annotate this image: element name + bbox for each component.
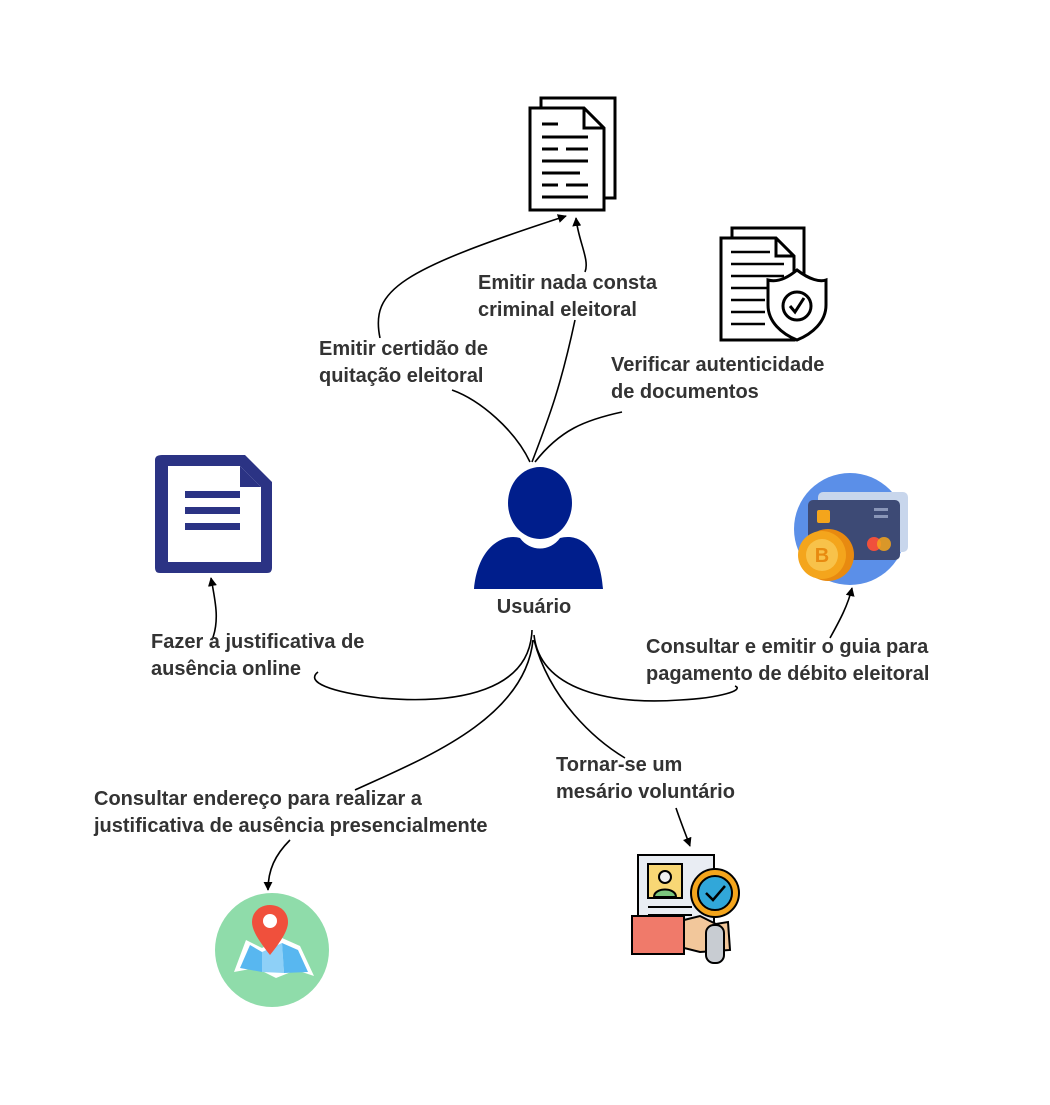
action-certidao: Emitir certidão de quitação eleitoral	[319, 336, 488, 390]
connector-mesario	[533, 639, 690, 846]
action-justificativa-online-line2: ausência online	[151, 658, 302, 680]
document-stack-icon	[528, 96, 617, 212]
action-justificativa-online-line1: Fazer a justificativa de	[151, 631, 365, 653]
action-certidao-line2: quitação eleitoral	[319, 365, 484, 387]
user-label-text: Usuário	[496, 596, 572, 618]
action-mesario: Tornar-se um mesário voluntário	[556, 752, 735, 806]
action-mesario-line2: mesário voluntário	[556, 781, 735, 803]
action-verificar-line2: de documentos	[611, 381, 759, 403]
map-pin-icon	[215, 893, 329, 1007]
action-endereco-line2: justificativa de ausência presencialment…	[94, 815, 488, 837]
action-debito-line1: Consultar e emitir o guia para	[646, 636, 929, 658]
action-justificativa-online: Fazer a justificativa de ausência online	[151, 629, 364, 683]
action-certidao-line1: Emitir certidão de	[319, 338, 488, 360]
svg-text:B: B	[815, 545, 829, 567]
id-card-magnifier-icon	[631, 854, 740, 964]
connector-verificar	[534, 411, 623, 463]
connector-certidao	[377, 216, 566, 463]
connector-debito	[533, 588, 852, 702]
action-nada-consta: Emitir nada consta criminal eleitoral	[478, 270, 657, 324]
shield-document-icon	[719, 226, 828, 342]
connector-justificativa-online	[211, 578, 533, 701]
action-nada-consta-line2: criminal eleitoral	[478, 299, 637, 321]
credit-card-coins-icon: B	[794, 473, 908, 585]
action-endereco: Consultar endereço para realizar a justi…	[94, 786, 488, 840]
action-verificar-line1: Verificar autenticidade	[611, 354, 825, 376]
action-debito-line2: pagamento de débito eleitoral	[646, 663, 930, 685]
action-nada-consta-line1: Emitir nada consta	[478, 272, 657, 294]
user-icon	[474, 467, 603, 589]
action-mesario-line1: Tornar-se um	[556, 754, 683, 776]
form-document-icon	[155, 455, 272, 573]
action-verificar: Verificar autenticidade de documentos	[611, 352, 824, 406]
action-endereco-line1: Consultar endereço para realizar a	[94, 788, 422, 810]
connector-endereco	[268, 639, 534, 890]
action-debito: Consultar e emitir o guia para pagamento…	[646, 634, 929, 688]
user-label: Usuário	[474, 594, 594, 621]
connector-nada-consta	[531, 218, 587, 463]
